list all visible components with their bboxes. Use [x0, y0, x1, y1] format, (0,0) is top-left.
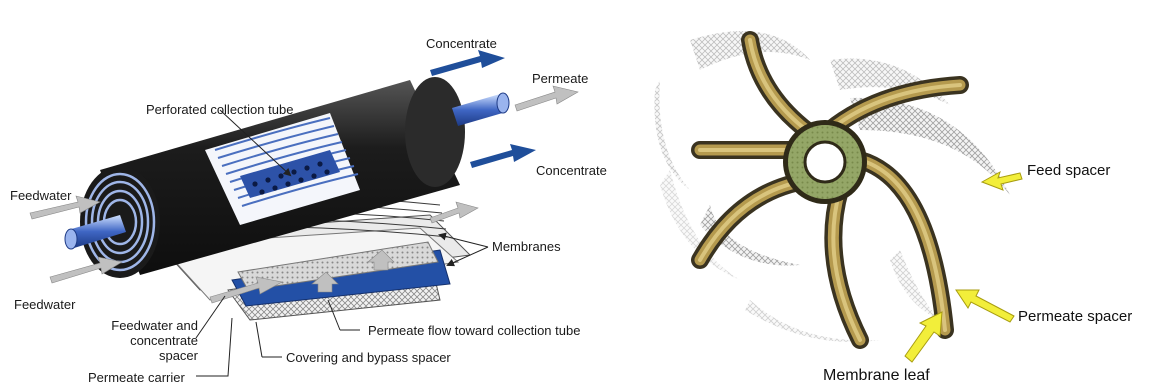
- permeate-arrow: [515, 86, 578, 111]
- concentrate-arrow-top: [430, 50, 505, 76]
- membrane-leaf-callout: [905, 312, 942, 362]
- central-core: [783, 120, 867, 204]
- module-end-cap-right: [405, 77, 465, 187]
- concentrate-arrow-mid: [470, 144, 536, 168]
- label-membrane-leaf: Membrane leaf: [823, 368, 930, 383]
- label-feedwater-top: Feedwater: [10, 188, 71, 203]
- label-permeate-flow: Permeate flow toward collection tube: [368, 323, 580, 338]
- label-concentrate-top: Concentrate: [426, 36, 497, 51]
- label-feed-concentrate-spacer: Feedwater and concentrate spacer: [92, 318, 198, 363]
- permeate-outlet-tube: [452, 93, 509, 126]
- label-perforated-tube: Perforated collection tube: [146, 102, 293, 117]
- permeate-spacer-callout: [956, 290, 1014, 322]
- spiral-cross-section: [654, 31, 1022, 362]
- label-feed-spacer: Feed spacer: [1027, 162, 1110, 179]
- label-feedwater-bottom: Feedwater: [14, 297, 75, 312]
- label-concentrate-mid: Concentrate: [536, 163, 607, 178]
- callout-arrows: [905, 172, 1022, 362]
- label-permeate-carrier: Permeate carrier: [88, 370, 185, 385]
- label-membranes: Membranes: [492, 239, 561, 254]
- label-permeate-spacer: Permeate spacer: [1018, 308, 1132, 325]
- label-covering-bypass: Covering and bypass spacer: [286, 350, 451, 365]
- feed-spacer-callout: [982, 172, 1022, 190]
- label-permeate: Permeate: [532, 71, 588, 86]
